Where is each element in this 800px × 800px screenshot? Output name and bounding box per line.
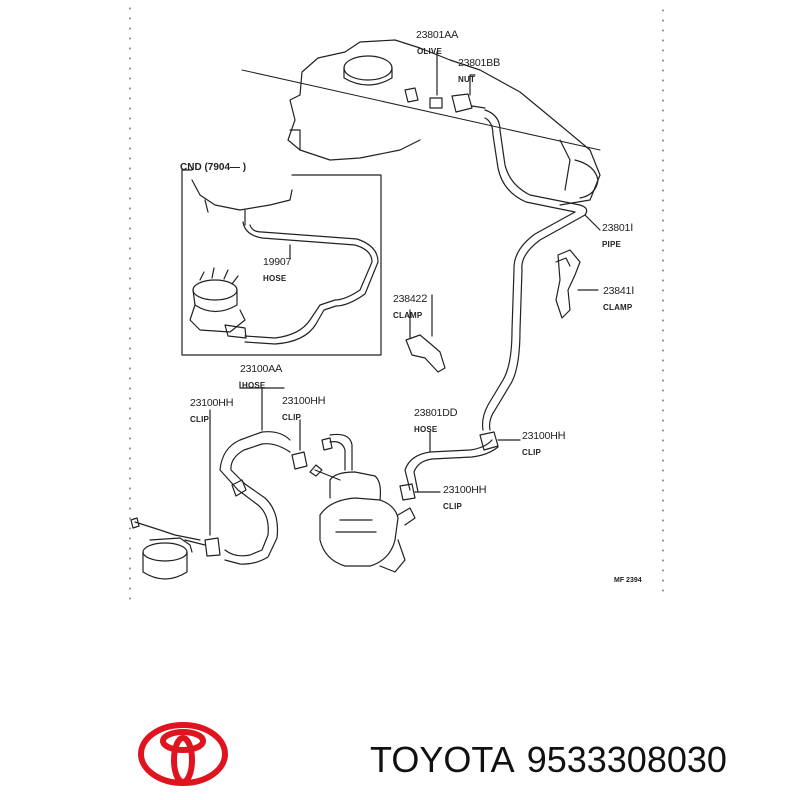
label-hose-d-suffix: D — [449, 407, 458, 419]
label-olive-suffix: A — [451, 29, 459, 41]
label-clamp-right-name: CLAMP — [603, 303, 633, 312]
label-hose-a-suffix: A — [275, 363, 283, 375]
clip-left — [204, 537, 221, 557]
label-clamp-right-suffix: I — [631, 285, 635, 297]
label-clip-middle-suffix: H — [317, 395, 326, 407]
label-clip-left-suffix: H — [225, 397, 234, 409]
figure-code: MF 2394 — [614, 577, 642, 584]
label-hose-d: 23801DD HOSE — [414, 404, 458, 436]
vacuum-hose — [242, 221, 373, 339]
label-clip-middle: 23100HH CLIP — [282, 392, 326, 424]
label-nut-name: NUT — [458, 75, 476, 84]
label-nut-part: 23801B — [458, 57, 494, 69]
clip-right — [479, 431, 499, 451]
caption: TOYOTA 9533308030 — [370, 742, 739, 778]
label-hose-a-name: HOSE — [242, 381, 266, 390]
nut-part — [451, 93, 473, 113]
inset-title: CND (7904— ) — [180, 162, 247, 173]
label-pipe: 23801I PIPE — [602, 219, 633, 251]
label-olive-name: OLIVE — [417, 47, 443, 56]
caption-brand: TOYOTA — [370, 739, 515, 780]
label-clip-right-part: 23100H — [522, 430, 558, 442]
caption-part-number: 9533308030 — [526, 739, 727, 780]
label-olive: 23801AA OLIVE — [416, 26, 458, 58]
label-clamp-middle-suffix: 2 — [421, 293, 428, 305]
clamp-middle — [405, 334, 446, 373]
label-hose-a: 23100AA HOSE — [240, 360, 282, 392]
label-clip-middle-part: 23100H — [282, 395, 318, 407]
label-hose-d-part: 23801D — [414, 407, 450, 419]
label-clip-left-part: 23100H — [190, 397, 226, 409]
toyota-logo — [138, 722, 228, 786]
label-clip-middle-name: CLIP — [282, 413, 302, 422]
label-clamp-middle-part: 23842 — [393, 293, 422, 305]
label-clamp-middle-name: CLAMP — [393, 311, 423, 320]
label-hose-vacuum-part: 19907 — [263, 256, 292, 268]
label-clip-right: 23100HH CLIP — [522, 427, 566, 459]
label-pipe-part: 23801 — [602, 222, 631, 234]
label-clamp-middle: 238422 CLAMP — [393, 290, 427, 322]
label-clip-left: 23100HH CLIP — [190, 394, 234, 426]
engine-block — [287, 39, 601, 206]
label-hose-vacuum-name: HOSE — [263, 274, 287, 283]
label-hose-d-name: HOSE — [414, 425, 438, 434]
label-clamp-right-part: 23841 — [603, 285, 632, 297]
label-clamp-right: 23841I CLAMP — [603, 282, 634, 314]
label-hose-a-part: 23100A — [240, 363, 276, 375]
distributor — [189, 267, 247, 339]
clip-bottom — [399, 483, 416, 501]
label-clip-right-suffix: H — [557, 430, 566, 442]
clamp-right — [555, 249, 581, 319]
hose-a — [219, 431, 291, 565]
label-clip-bottom: 23100HH CLIP — [443, 481, 487, 513]
label-pipe-suffix: I — [630, 222, 634, 234]
clip-middle — [291, 451, 308, 470]
label-clip-bottom-part: 23100H — [443, 484, 479, 496]
label-hose-vacuum: 19907 HOSE — [263, 253, 291, 285]
label-nut: 23801BB NUT — [458, 54, 500, 86]
label-clip-right-name: CLIP — [522, 448, 542, 457]
label-clip-bottom-name: CLIP — [443, 502, 463, 511]
fuel-pipe — [481, 109, 588, 431]
label-nut-suffix: B — [493, 57, 501, 69]
inset-box — [181, 169, 382, 356]
label-clip-left-name: CLIP — [190, 415, 210, 424]
reference-line — [241, 69, 601, 151]
label-clip-bottom-suffix: H — [478, 484, 487, 496]
label-olive-part: 23801A — [416, 29, 452, 41]
fuel-filter — [130, 517, 206, 580]
label-pipe-name: PIPE — [602, 240, 622, 249]
fuel-pump — [309, 433, 416, 573]
